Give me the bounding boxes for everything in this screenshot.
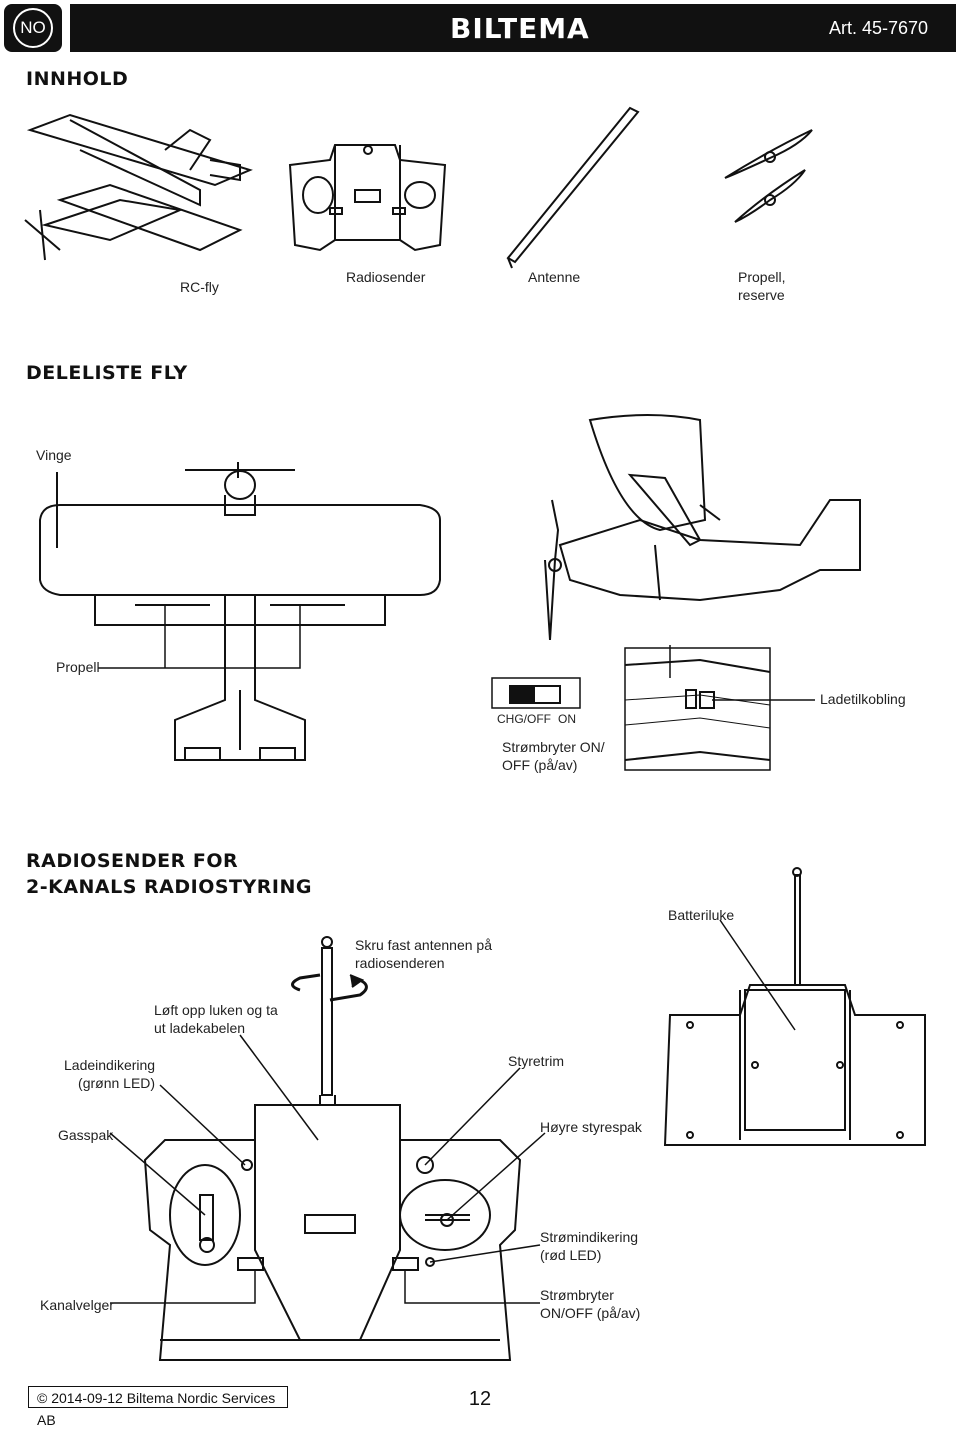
label-charge-led: Ladeindikering (grønn LED) (64, 1057, 156, 1091)
label-switch-off: CHG/OFF (497, 712, 551, 726)
propeller-icon (724, 129, 813, 223)
label-antenna-note: Skru fast antennen på radiosenderen (355, 937, 492, 971)
language-badge: NO (4, 4, 62, 52)
label-battery-hatch: Batteriluke (668, 907, 735, 923)
transmitter-heading-1: RADIOSENDER FOR (26, 850, 239, 872)
label-charge-port: Ladetilkobling (820, 691, 906, 707)
parts-plane-heading: DELELISTE FLY (26, 362, 188, 384)
label-spare-propeller: Propell, reserve (738, 269, 786, 303)
article-number: Art. 45-7670 (828, 18, 928, 38)
label-wing: Vinge (36, 447, 72, 463)
transmitter-heading-2: 2-KANALS RADIOSTYRING (26, 876, 312, 898)
label-switch-on: ON (558, 712, 576, 726)
transmitter-leaders (109, 919, 796, 1304)
contents-heading: INNHOLD (26, 68, 129, 90)
label-transmitter: Radiosender (346, 269, 426, 285)
transmitter-back (663, 867, 926, 1146)
airplane-icon (24, 113, 253, 261)
footer-copyright: © 2014-09-12 Biltema Nordic Services AB (28, 1386, 288, 1428)
page-number: 12 (468, 1388, 492, 1410)
label-throttle: Gasspak (58, 1127, 114, 1143)
charge-port-closeup (624, 647, 771, 771)
rotate-arrow-icon (291, 973, 368, 1002)
header-bar: BILTEMA Art. 45-7670 (70, 4, 956, 52)
propeller-leader (98, 605, 301, 669)
label-lift-hatch: Løft opp luken og ta ut ladekabelen (154, 1002, 278, 1036)
label-steering-trim: Styretrim (508, 1053, 564, 1069)
plane-side-view (544, 414, 861, 641)
label-power-led: Strømindikering (rød LED) (540, 1229, 639, 1263)
label-rc-plane: RC-fly (180, 279, 219, 295)
label-right-stick: Høyre styrespak (540, 1119, 642, 1135)
plane-top-view (39, 462, 441, 761)
transmitter-icon (288, 144, 447, 252)
label-propeller: Propell (56, 659, 100, 675)
brand-logo: BILTEMA (450, 12, 590, 45)
transmitter-antenna (319, 936, 336, 1106)
label-antenna: Antenne (528, 269, 581, 285)
switch-illustration (491, 677, 581, 709)
transmitter-front (143, 1104, 522, 1361)
label-power-switch-tx: Strømbryter ON/OFF (på/av) (540, 1287, 641, 1321)
antenna-icon (506, 106, 640, 269)
language-code: NO (13, 8, 53, 48)
label-power-switch: Strømbryter ON/ OFF (på/av) (502, 739, 605, 773)
label-channel-selector: Kanalvelger (40, 1297, 114, 1313)
